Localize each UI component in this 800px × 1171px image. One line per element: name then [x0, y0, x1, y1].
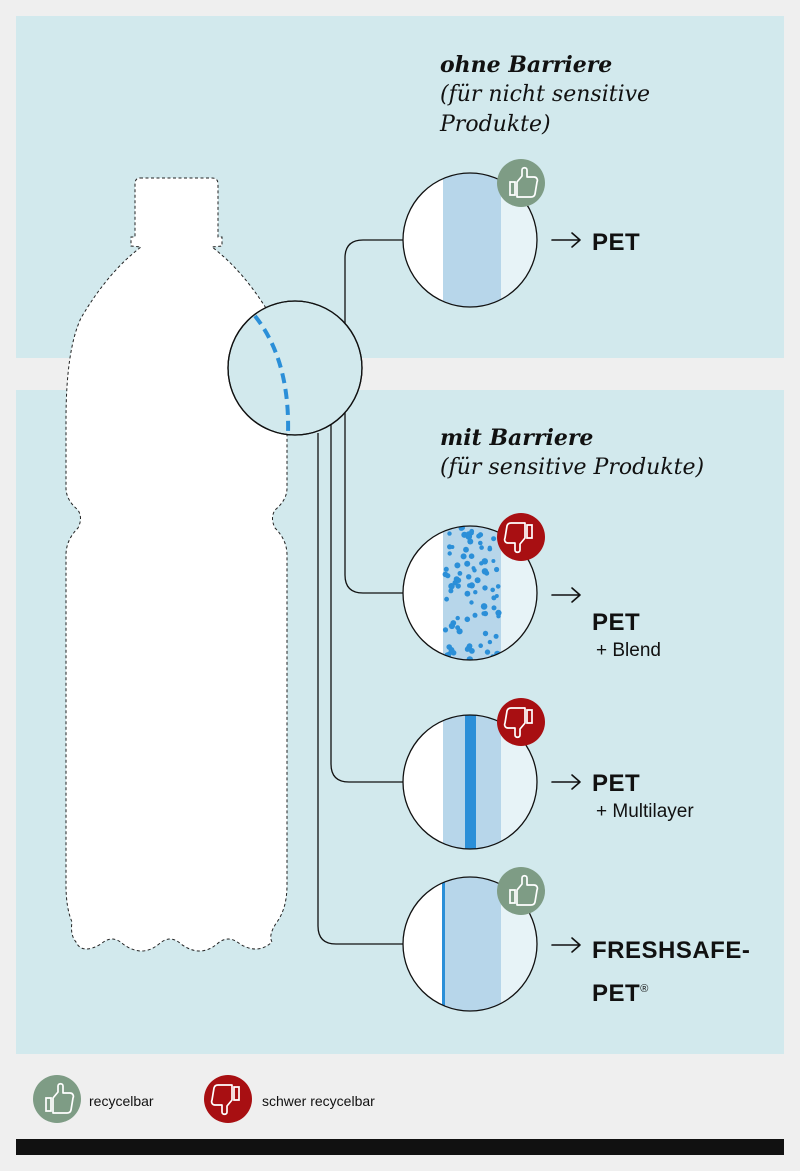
- option-label-pet-blend-sub: + Blend: [596, 640, 661, 661]
- blend-particle: [464, 560, 471, 567]
- blend-particle: [465, 531, 473, 538]
- blend-particle: [447, 551, 452, 556]
- blend-particle: [442, 627, 449, 633]
- blend-particle: [460, 553, 467, 560]
- arrow-right-icon: [551, 937, 581, 953]
- option-label-pet-main: PET: [592, 229, 641, 256]
- arrow-right-icon: [551, 587, 581, 603]
- blend-particle: [478, 540, 483, 546]
- blend-particle: [450, 650, 457, 656]
- blend-particle: [481, 611, 487, 616]
- blend-particle: [454, 562, 461, 569]
- connector-lines: [317, 239, 403, 945]
- blend-particle: [445, 573, 451, 579]
- option-label-pet-multilayer-sub: + Multilayer: [596, 801, 694, 822]
- option-label-pet-blend: PET + Blend: [592, 608, 661, 664]
- blend-particle: [447, 544, 453, 550]
- blend-particle: [447, 531, 452, 536]
- blend-particle: [455, 625, 460, 630]
- blend-particle: [490, 587, 496, 593]
- blend-particle: [466, 574, 472, 580]
- legend-hard-recyclable-label: schwer recycelbar: [262, 1093, 375, 1109]
- blend-particle: [484, 649, 491, 655]
- option-label-freshsafe: FRESHSAFE- PET®: [592, 932, 750, 1013]
- heading-without-barrier-subtitle: (für nicht sensitive Produkte): [440, 82, 651, 137]
- blend-particle: [472, 612, 478, 618]
- option-label-freshsafe-line2-wrap: PET®: [592, 970, 750, 1013]
- blend-particle: [491, 536, 497, 542]
- blend-particle: [481, 558, 488, 565]
- blend-particle: [448, 622, 455, 630]
- blend-particle: [495, 584, 501, 589]
- blend-particle: [467, 583, 472, 588]
- blend-particle: [474, 577, 481, 584]
- heading-without-barrier-title: ohne Barriere: [440, 52, 613, 78]
- blend-particle: [471, 566, 476, 571]
- blend-particle: [463, 546, 469, 553]
- thumbs-up-icon: [497, 159, 545, 207]
- blend-particle: [487, 546, 493, 552]
- blend-particle: [448, 588, 454, 594]
- blend-particle: [495, 609, 502, 617]
- legend-recyclable-label: recycelbar: [89, 1093, 154, 1109]
- bottle-wall-magnifier: [227, 300, 363, 436]
- blend-particle: [481, 568, 489, 575]
- blend-particle: [457, 571, 463, 576]
- blend-particle: [464, 616, 471, 623]
- blend-particle: [467, 538, 474, 545]
- blend-particle: [473, 590, 478, 595]
- blend-particle: [487, 639, 493, 645]
- thumbs-down-icon: [497, 698, 545, 746]
- blend-particle: [494, 594, 499, 598]
- option-label-freshsafe-line1: FRESHSAFE-: [592, 937, 751, 964]
- heading-with-barrier: mit Barriere (für sensitive Produkte): [440, 423, 760, 483]
- footer-bar: [16, 1139, 784, 1155]
- blend-particle: [482, 585, 488, 591]
- legend-thumbs-down-icon: [204, 1075, 252, 1123]
- blend-particle: [464, 646, 471, 652]
- option-label-pet-blend-main: PET: [592, 609, 641, 636]
- bottle-outline: [65, 177, 288, 952]
- heading-with-barrier-subtitle: (für sensitive Produkte): [440, 455, 705, 480]
- thumbs-up-icon: [497, 867, 545, 915]
- blend-particle: [494, 566, 500, 573]
- blend-particle: [464, 590, 471, 597]
- option-label-freshsafe-line2: PET: [592, 980, 641, 1007]
- detail-circle-freshsafe: [402, 876, 538, 1012]
- detail-circle-pet-multilayer: [402, 714, 538, 850]
- blend-particle: [444, 596, 449, 602]
- option-label-pet-multilayer-main: PET: [592, 770, 641, 797]
- blend-particle: [496, 614, 501, 619]
- blend-particle: [479, 545, 484, 550]
- thumbs-down-icon: [497, 513, 545, 561]
- blend-particle: [448, 583, 455, 590]
- heading-with-barrier-title: mit Barriere: [440, 425, 594, 451]
- arrow-right-icon: [551, 774, 581, 790]
- legend-thumbs-up-icon: [33, 1075, 81, 1123]
- blend-particle: [468, 553, 475, 559]
- heading-without-barrier: ohne Barriere (für nicht sensitive Produ…: [440, 50, 690, 140]
- blend-particle: [493, 633, 499, 639]
- blend-particle: [469, 600, 474, 605]
- option-label-pet-multilayer: PET + Multilayer: [592, 769, 694, 825]
- blend-particle: [491, 559, 496, 563]
- blend-particle: [443, 566, 449, 572]
- option-label-pet: PET: [592, 228, 640, 258]
- blend-particle: [478, 643, 484, 648]
- blend-particle: [476, 533, 482, 539]
- registered-mark: ®: [640, 983, 649, 995]
- blend-particle: [491, 605, 497, 611]
- blend-particle: [480, 603, 488, 610]
- blend-particle: [482, 630, 489, 637]
- blend-particle: [455, 615, 460, 621]
- blend-particle: [455, 576, 460, 581]
- arrow-right-icon: [551, 232, 581, 248]
